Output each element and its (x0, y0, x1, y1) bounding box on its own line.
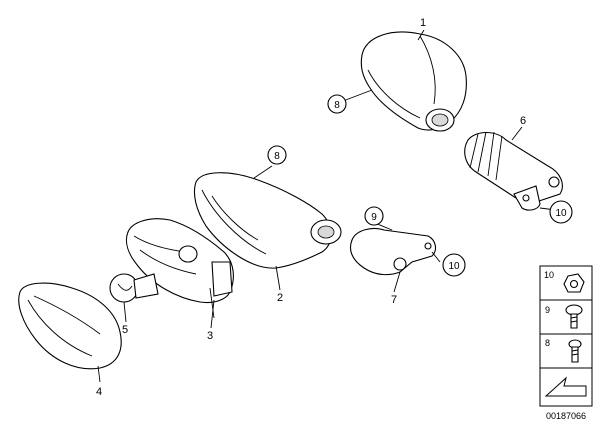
nut-icon (563, 273, 585, 293)
small-parts-legend: 10 9 8 (539, 265, 593, 407)
part-2-housing (193, 172, 342, 269)
screw-9-icon (565, 304, 583, 329)
part-6-holder (464, 131, 563, 211)
callout-2: 2 (277, 292, 283, 304)
legend-label-9: 9 (545, 305, 550, 315)
circle-callout-10b: 10 (442, 253, 466, 277)
svg-text:10: 10 (448, 261, 460, 272)
svg-text:10: 10 (555, 208, 567, 219)
circle-callout-8b: 8 (267, 145, 287, 165)
circle-callout-9: 9 (364, 206, 384, 226)
callout-1: 1 (420, 17, 426, 29)
callout-4: 4 (96, 386, 102, 398)
part-3-reflector (125, 218, 234, 319)
screw-8-icon (568, 339, 582, 363)
svg-text:9: 9 (371, 212, 377, 223)
legend-label-10: 10 (544, 270, 554, 280)
arrow-icon (544, 376, 587, 397)
circle-callout-10a: 10 (549, 200, 573, 224)
svg-text:8: 8 (334, 100, 340, 111)
svg-text:8: 8 (274, 151, 280, 162)
part-1-housing (360, 31, 467, 132)
legend-label-8: 8 (545, 338, 550, 348)
callout-6: 6 (520, 115, 526, 127)
part-4-lens (18, 282, 122, 370)
part-5-bulb (109, 273, 159, 303)
callout-7: 7 (391, 294, 397, 306)
reference-number: 00187066 (546, 411, 586, 421)
callout-3: 3 (207, 330, 213, 342)
circle-callout-8a: 8 (327, 94, 347, 114)
leader-lines (97, 29, 557, 383)
callout-5: 5 (122, 324, 128, 336)
part-7-bracket (349, 227, 437, 276)
